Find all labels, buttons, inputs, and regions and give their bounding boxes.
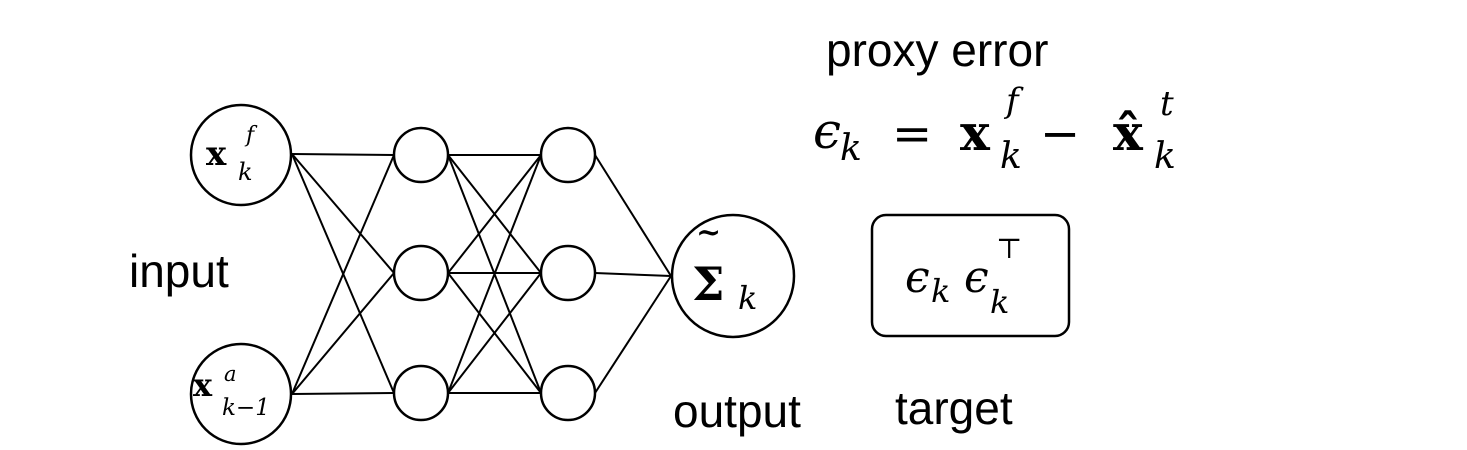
symbol-x-hat: x̂ [1113,103,1144,162]
edges-input-to-hidden1 [291,153,395,395]
superscript-transpose: ⊤ [996,232,1022,265]
symbol-epsilon: ϵ [905,252,930,303]
input-node-xf: x f k [189,103,293,207]
edge [291,153,395,156]
edge [594,154,672,277]
hidden-node [539,244,597,302]
hidden-node [539,126,597,184]
hidden-layer-1 [392,126,450,422]
edge [447,272,542,394]
node-circle [189,342,293,446]
hidden-node [392,364,450,422]
edge [291,392,395,395]
proxy-error-equation: ϵ k = x f k − x̂ t k [813,81,1176,177]
edges-hidden1-to-hidden2 [447,154,542,394]
subscript-k: k [1154,136,1176,177]
equals-sign: = [892,106,932,162]
edge [291,153,395,274]
edge [447,154,542,274]
subscript-k: k [931,272,950,310]
target-box: ϵ k ϵ ⊤ k [870,213,1071,338]
edge [594,272,672,277]
symbol-epsilon: ϵ [813,102,841,160]
input-label: input [129,245,229,297]
superscript-a: a [224,362,237,386]
symbol-x: x [960,103,991,162]
hidden-layer-2 [539,126,597,422]
subscript-k: k [990,283,1009,321]
input-node-xa: x a k−1 [189,342,293,446]
edge [447,154,542,394]
superscript-f: f [1003,81,1024,121]
target-label: target [895,382,1013,434]
edge [291,272,395,395]
superscript-t: t [1160,84,1174,124]
output-label: output [673,385,801,437]
node-circle [670,213,796,339]
symbol-x: x [193,366,213,404]
symbol-x: x [206,134,227,174]
hidden-node [392,244,450,302]
tilde-accent: ~ [696,215,721,250]
subscript-k: k [1000,136,1022,177]
edge [291,154,395,395]
edge [594,275,672,394]
hidden-node [392,126,450,184]
output-node-sigma: ~ Σ k [670,213,796,339]
subscript-k: k [738,279,757,317]
edges-hidden2-to-output [594,154,672,394]
subscript-k: k [238,158,253,186]
proxy-error-label: proxy error [826,24,1048,76]
subscript-k-minus-1: k−1 [222,395,270,421]
symbol-epsilon: ϵ [964,252,989,303]
symbol-sigma: Σ [692,257,725,311]
hidden-node [539,364,597,422]
target-box-frame [870,213,1071,338]
minus-sign: − [1040,106,1080,162]
subscript-k: k [840,128,862,169]
node-circle [189,103,293,207]
